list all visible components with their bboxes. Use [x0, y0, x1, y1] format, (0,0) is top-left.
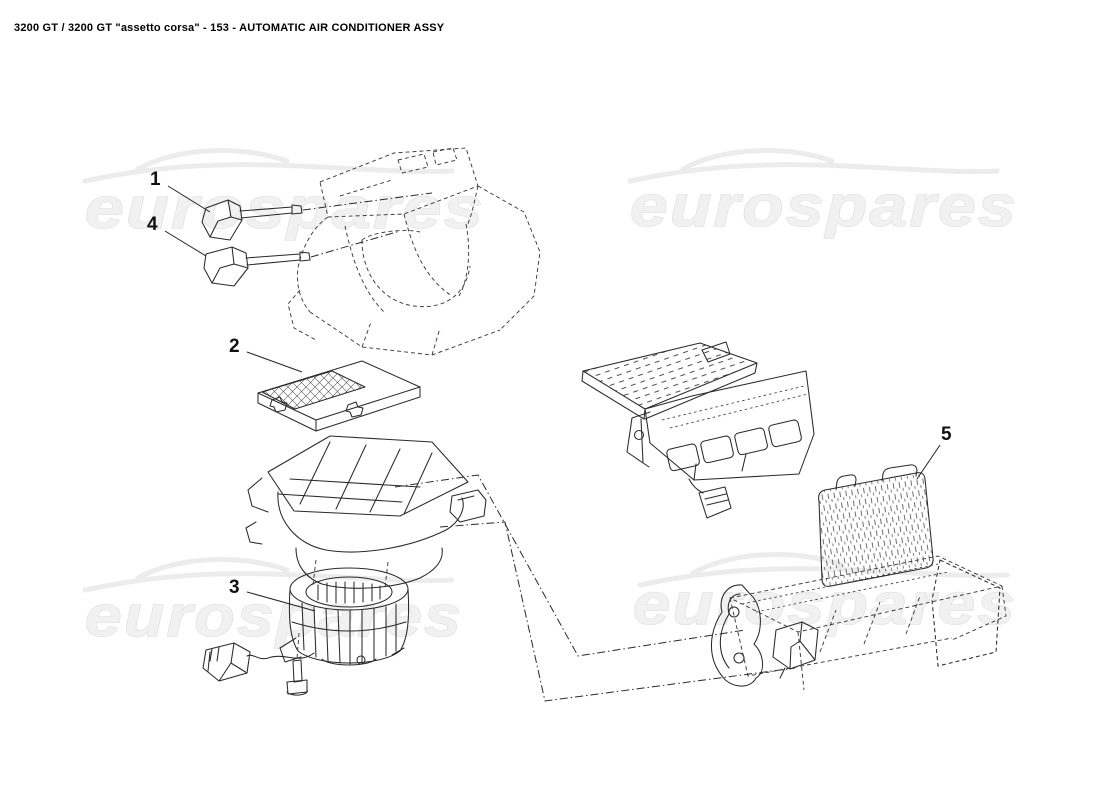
callout-leader [246, 351, 303, 373]
car-silhouette-icon [627, 148, 1000, 184]
evaporator-core [818, 464, 934, 587]
housing-boss [449, 489, 487, 523]
callout-2[interactable]: 2 [229, 336, 303, 373]
impeller-fins [317, 581, 381, 604]
distribution-unit-drawing [581, 341, 815, 519]
watermark-bottom-left: eurospares [82, 557, 463, 650]
sensor-facets [209, 199, 243, 238]
callout-3[interactable]: 3 [229, 577, 316, 612]
motor-wire [246, 652, 315, 660]
callout-4[interactable]: 4 [147, 214, 207, 257]
plate-bracket [701, 341, 731, 363]
callout-number[interactable]: 4 [147, 214, 158, 235]
bracket-hole [633, 429, 645, 441]
watermark-text: eurospares [630, 174, 1018, 239]
sensor-body [203, 246, 249, 287]
blower-motor [202, 567, 410, 696]
fit-line-lower [439, 521, 796, 702]
housing-band [277, 491, 464, 553]
blower-housing-drawing [245, 435, 487, 589]
wire-connector [202, 642, 251, 682]
detail-lines [287, 147, 541, 356]
assembly-leader-lines [394, 474, 796, 702]
side-bracket [626, 411, 651, 468]
actuator-block [772, 621, 819, 679]
motor-rim-inner [305, 576, 393, 608]
shell-ribs [291, 602, 407, 665]
cabin-air-filter [257, 360, 421, 432]
callout-number[interactable]: 5 [941, 424, 952, 445]
housing-grille [267, 435, 469, 517]
vent-rows [661, 385, 809, 429]
filter-clip [345, 401, 364, 418]
motor-shell [288, 588, 410, 664]
grille-ribs [277, 441, 433, 515]
evaporator-housing-drawing [710, 555, 1007, 691]
housing-tab [247, 477, 269, 513]
page-title: 3200 GT / 3200 GT "assetto corsa" - 153 … [14, 22, 445, 34]
fit-line-upper [394, 474, 746, 657]
housing-details [797, 595, 921, 691]
watermark-top-left: eurospares [82, 148, 485, 242]
callout-leader [167, 185, 211, 213]
car-silhouette-icon [82, 557, 455, 593]
unit-connector [688, 478, 732, 519]
probe-tip [291, 204, 303, 215]
air-outlets [666, 419, 802, 472]
watermark-top-right: eurospares [627, 148, 1018, 240]
callout-number[interactable]: 1 [150, 169, 161, 190]
sensor-body [201, 199, 243, 241]
heater-box-assembly-drawing [287, 147, 541, 356]
callout-number[interactable]: 2 [229, 336, 240, 357]
watermark-text: eurospares [85, 584, 463, 649]
unit-body [644, 370, 815, 481]
callout-leader [164, 230, 207, 257]
callout-number[interactable]: 3 [229, 577, 240, 598]
motor-foot [321, 658, 377, 666]
mounting-bracket [710, 584, 764, 687]
housing-hook [245, 521, 263, 545]
callout-leader [246, 591, 316, 612]
watermark-text: eurospares [85, 176, 485, 241]
lower-temperature-sensor [203, 230, 401, 287]
core-fins [818, 472, 934, 587]
filter-clip [269, 396, 288, 413]
filter-mesh [261, 370, 366, 410]
sensor-probe [245, 253, 301, 266]
upper-temperature-sensor [201, 192, 433, 241]
callout-1[interactable]: 1 [150, 169, 211, 213]
core-tab [881, 464, 918, 482]
motor-mount-tab [279, 637, 302, 663]
callout-5[interactable]: 5 [916, 424, 952, 480]
motor-notch [391, 647, 405, 656]
callout-leader [916, 444, 941, 480]
housing-rim [741, 563, 949, 613]
body-details [693, 453, 747, 481]
housing-front [729, 585, 1007, 677]
probe-tip [299, 251, 311, 262]
sensor-probe [239, 206, 293, 219]
motor-stud [356, 655, 366, 665]
core-tab [835, 474, 857, 490]
fit-line [302, 192, 433, 211]
sensor-facets [211, 246, 249, 284]
mounting-bolt [286, 632, 308, 696]
filter-side [257, 386, 421, 432]
perforated-plate [582, 342, 758, 410]
